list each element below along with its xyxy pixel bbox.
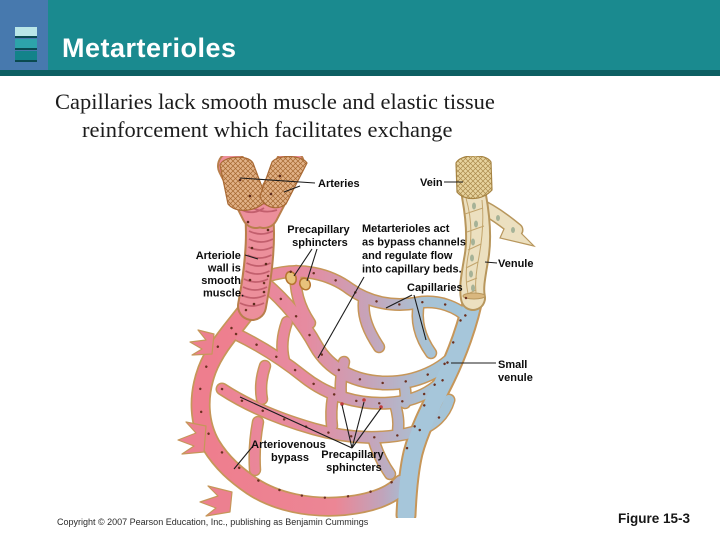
vein-cell-lattice bbox=[464, 197, 485, 300]
slide-title: Metarterioles bbox=[62, 33, 237, 63]
label-small-venule: Small venule bbox=[498, 359, 533, 384]
body-line-1: Capillaries lack smooth muscle and elast… bbox=[55, 89, 495, 114]
precapillary-sphincter-bulges bbox=[285, 270, 312, 291]
label-arteries: Arteries bbox=[318, 178, 360, 190]
title-bar-underline bbox=[0, 70, 720, 76]
copyright-text: Copyright © 2007 Pearson Education, Inc.… bbox=[57, 517, 369, 527]
label-arteriovenous-bypass: Arteriovenous bypass bbox=[251, 439, 329, 464]
label-arteriole-wall: Arteriole wall is smooth muscle. bbox=[196, 250, 244, 300]
vein-vessel bbox=[455, 156, 536, 311]
title-bar bbox=[0, 0, 720, 70]
precapillary-sphincter-marks bbox=[340, 398, 383, 409]
label-metarterioles-note: Metarterioles act as bypass channels and… bbox=[362, 223, 469, 276]
slide-logo bbox=[0, 0, 48, 70]
vein-cut-end bbox=[455, 156, 493, 200]
anatomy-diagram: Arteries Vein Precapillary sphincters Me… bbox=[177, 156, 536, 518]
arteries-vessel bbox=[217, 156, 308, 229]
logo-bars-icon bbox=[15, 27, 37, 63]
figure-number: Figure 15-3 bbox=[618, 511, 691, 526]
endothelial-dots bbox=[198, 270, 471, 499]
label-venule: Venule bbox=[498, 258, 533, 270]
arteriovenous-bypass-vessel bbox=[192, 295, 411, 515]
torn-capillary-stubs bbox=[177, 329, 233, 517]
arteriole-dots bbox=[238, 174, 282, 306]
label-capillaries: Capillaries bbox=[407, 282, 463, 294]
label-precapillary-sphincters-bottom: Precapillary sphincters bbox=[321, 449, 386, 474]
label-vein: Vein bbox=[420, 177, 443, 189]
body-text: Capillaries lack smooth muscle and elast… bbox=[55, 88, 495, 144]
body-line-2: reinforcement which facilitates exchange bbox=[82, 117, 453, 142]
vein-cell-nuclei bbox=[469, 202, 515, 292]
leader-lines bbox=[233, 177, 498, 470]
artery-cut-end-left bbox=[219, 156, 268, 211]
small-venule-vessel bbox=[397, 285, 483, 518]
label-precapillary-sphincters-top: Precapillary sphincters bbox=[287, 224, 352, 249]
